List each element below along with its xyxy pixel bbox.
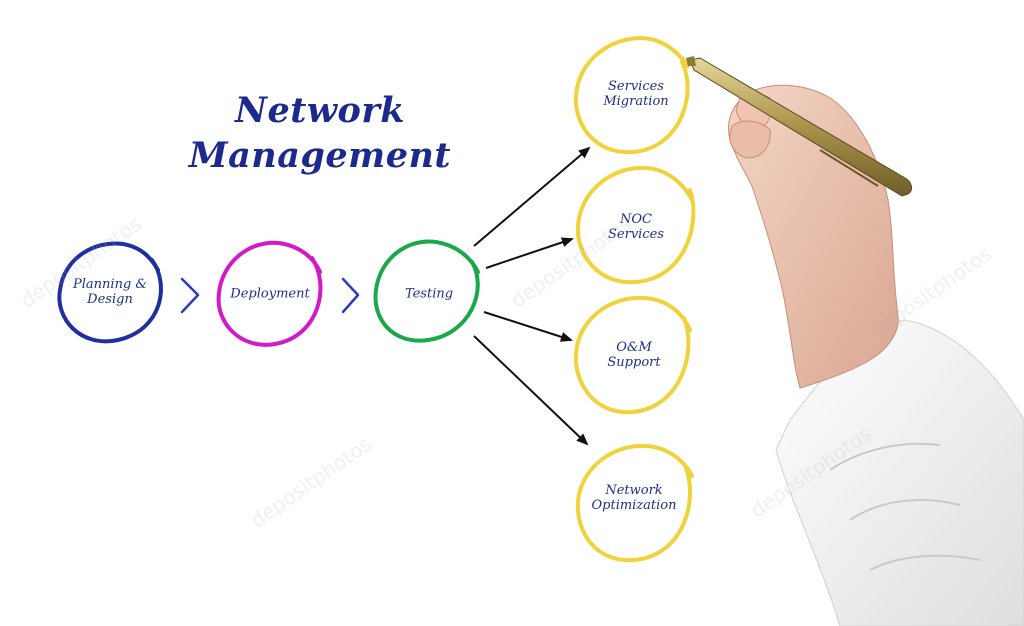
arrow-to-noc-services	[485, 237, 574, 269]
node-label-om-support: O&M Support	[607, 340, 660, 370]
arrow-to-network-optimization	[473, 335, 589, 446]
node-label-noc-services: NOC Services	[608, 212, 664, 242]
finger-2	[729, 120, 771, 159]
sleeve-fold	[829, 442, 981, 571]
node-label-services-migration: Services Migration	[603, 79, 668, 109]
title-line-2: Management	[188, 135, 452, 176]
label-line-1: Services	[608, 79, 664, 94]
circle-services-migration	[573, 35, 690, 155]
label-line-1: Planning &	[73, 277, 147, 292]
node-label-testing: Testing	[405, 287, 453, 302]
label-line-1: Testing	[404, 286, 454, 302]
pen-clip	[819, 149, 879, 187]
label-line-1: O&M	[616, 340, 652, 355]
pen-tip	[686, 56, 696, 66]
label-line-2: Design	[87, 292, 133, 307]
label-line-2: Services	[608, 227, 664, 242]
label-line-2: Migration	[603, 94, 669, 109]
page-title: Network Management	[160, 88, 480, 178]
node-label-network-optimization: Network Optimization	[591, 483, 676, 513]
circle-om-support	[573, 295, 692, 415]
label-line-2: Support	[607, 355, 661, 370]
label-line-1: Deployment	[230, 286, 310, 302]
label-line-1: Network	[605, 483, 663, 498]
circle-network-optimization	[575, 443, 694, 563]
label-line-1: NOC	[620, 212, 652, 227]
chevron-1-icon	[180, 277, 200, 314]
node-label-deployment: Deployment	[230, 287, 309, 302]
pen-body	[689, 57, 913, 197]
label-line-2: Optimization	[591, 498, 677, 513]
arrow-to-om-support	[483, 311, 573, 342]
node-label-planning: Planning & Design	[73, 277, 147, 307]
pen-illustration	[686, 56, 913, 197]
arrow-to-services-migration	[473, 146, 591, 247]
circle-testing	[373, 239, 480, 343]
chevron-2-icon	[341, 277, 360, 314]
circle-planning	[57, 241, 163, 344]
circle-noc-services	[575, 165, 696, 285]
circle-deployment	[216, 240, 323, 347]
title-line-1: Network	[234, 90, 406, 131]
